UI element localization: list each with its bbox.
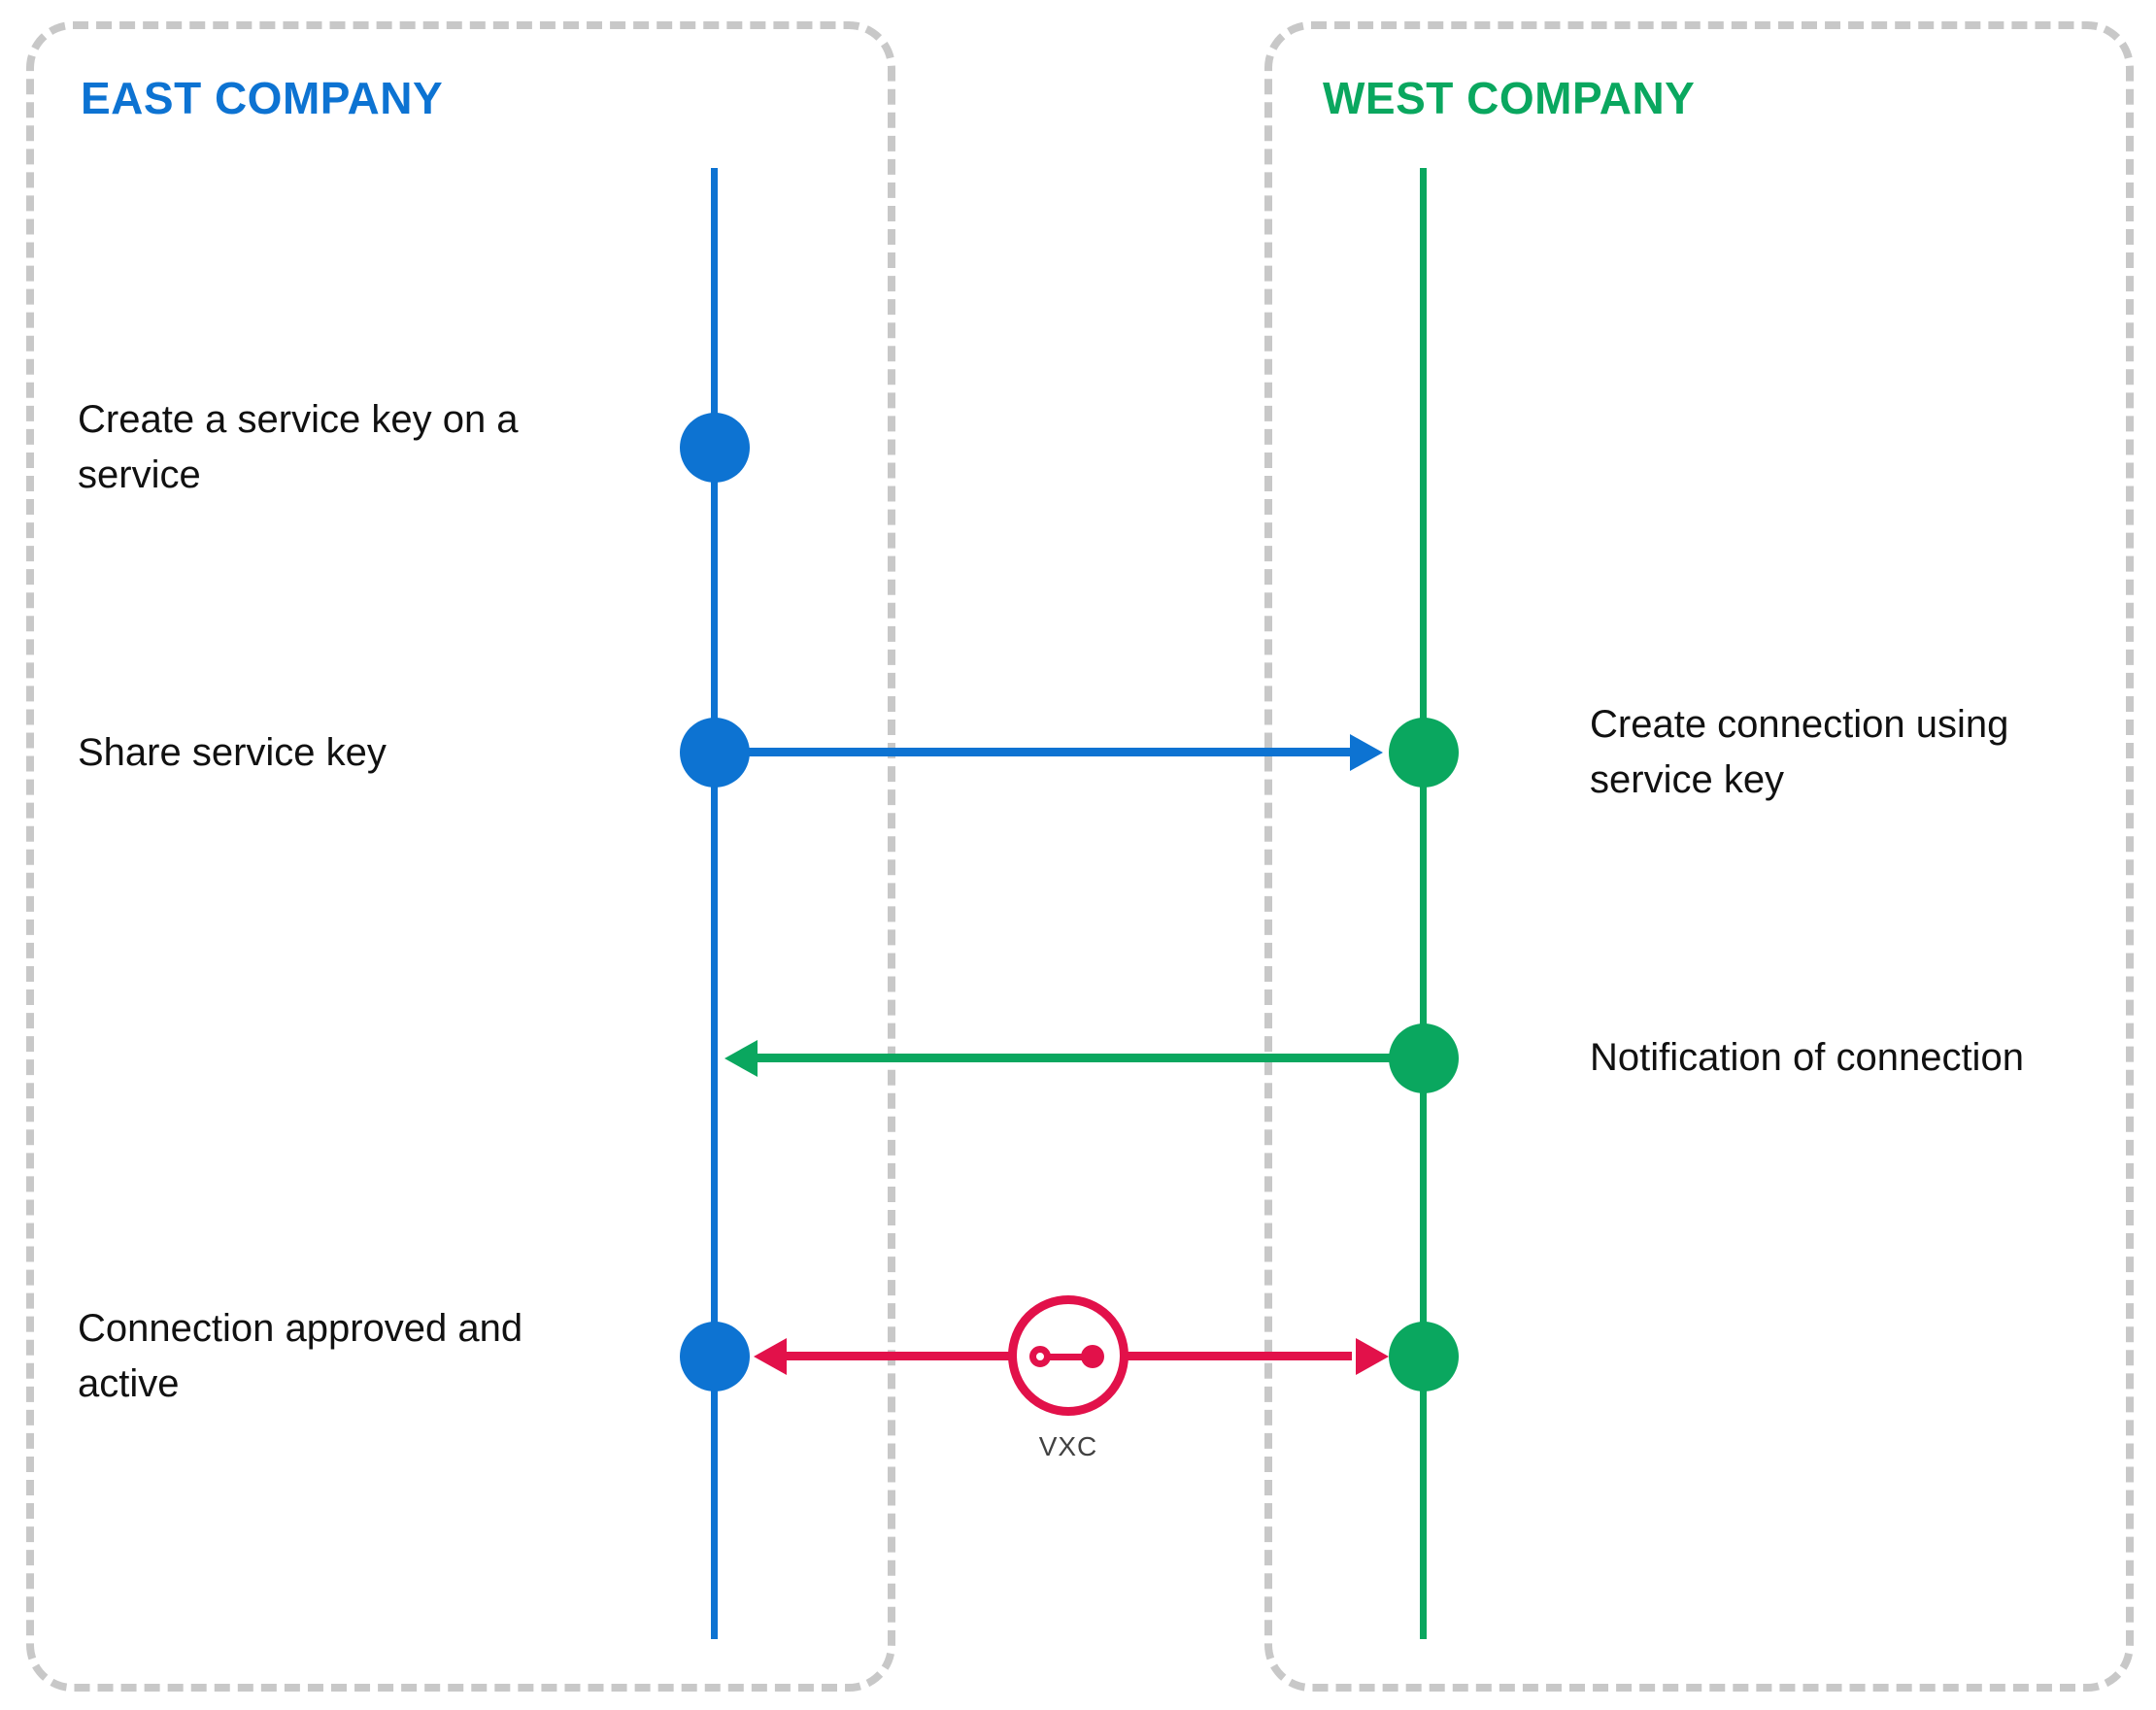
west-event-dot-approved — [1389, 1322, 1459, 1391]
west-lifeline — [1420, 168, 1427, 1639]
east-event-dot-approved — [680, 1322, 750, 1391]
label-connection-approved: Connection approved and active — [78, 1301, 522, 1412]
vxc-connection-arrow-head-left-icon — [754, 1338, 787, 1375]
east-event-dot-create-key — [680, 413, 750, 483]
vxc-dot-endpoint-icon — [1081, 1345, 1104, 1368]
west-company-title: WEST COMPANY — [1323, 73, 1696, 123]
label-connection-approved-line1: Connection approved and — [78, 1307, 523, 1350]
west-event-dot-create-connection — [1389, 718, 1459, 788]
share-key-arrow-head-icon — [1350, 734, 1383, 771]
east-lifeline — [711, 168, 718, 1639]
label-create-service-key: Create a service key on a service — [78, 392, 519, 503]
notification-arrow-line — [758, 1054, 1423, 1062]
share-key-arrow-line — [718, 748, 1350, 756]
notification-arrow-head-icon — [724, 1040, 758, 1077]
east-event-dot-share-key — [680, 718, 750, 788]
label-create-service-key-line2: service — [78, 453, 201, 496]
label-connection-approved-line2: active — [78, 1362, 180, 1405]
vxc-connector-bar-icon — [1047, 1354, 1090, 1360]
label-create-connection-line1: Create connection using — [1590, 703, 2009, 746]
label-share-service-key: Share service key — [78, 731, 387, 774]
west-event-dot-notification — [1389, 1023, 1459, 1093]
east-company-title: EAST COMPANY — [81, 73, 444, 123]
vxc-connection-arrow-head-right-icon — [1356, 1338, 1389, 1375]
label-create-connection: Create connection using service key — [1590, 697, 2008, 808]
west-company-box — [1264, 21, 2134, 1692]
vxc-label: VXC — [1038, 1431, 1098, 1461]
label-create-connection-line2: service key — [1590, 758, 1785, 801]
label-notification: Notification of connection — [1590, 1036, 2024, 1079]
east-company-box — [26, 21, 895, 1692]
label-create-service-key-line1: Create a service key on a — [78, 398, 519, 441]
